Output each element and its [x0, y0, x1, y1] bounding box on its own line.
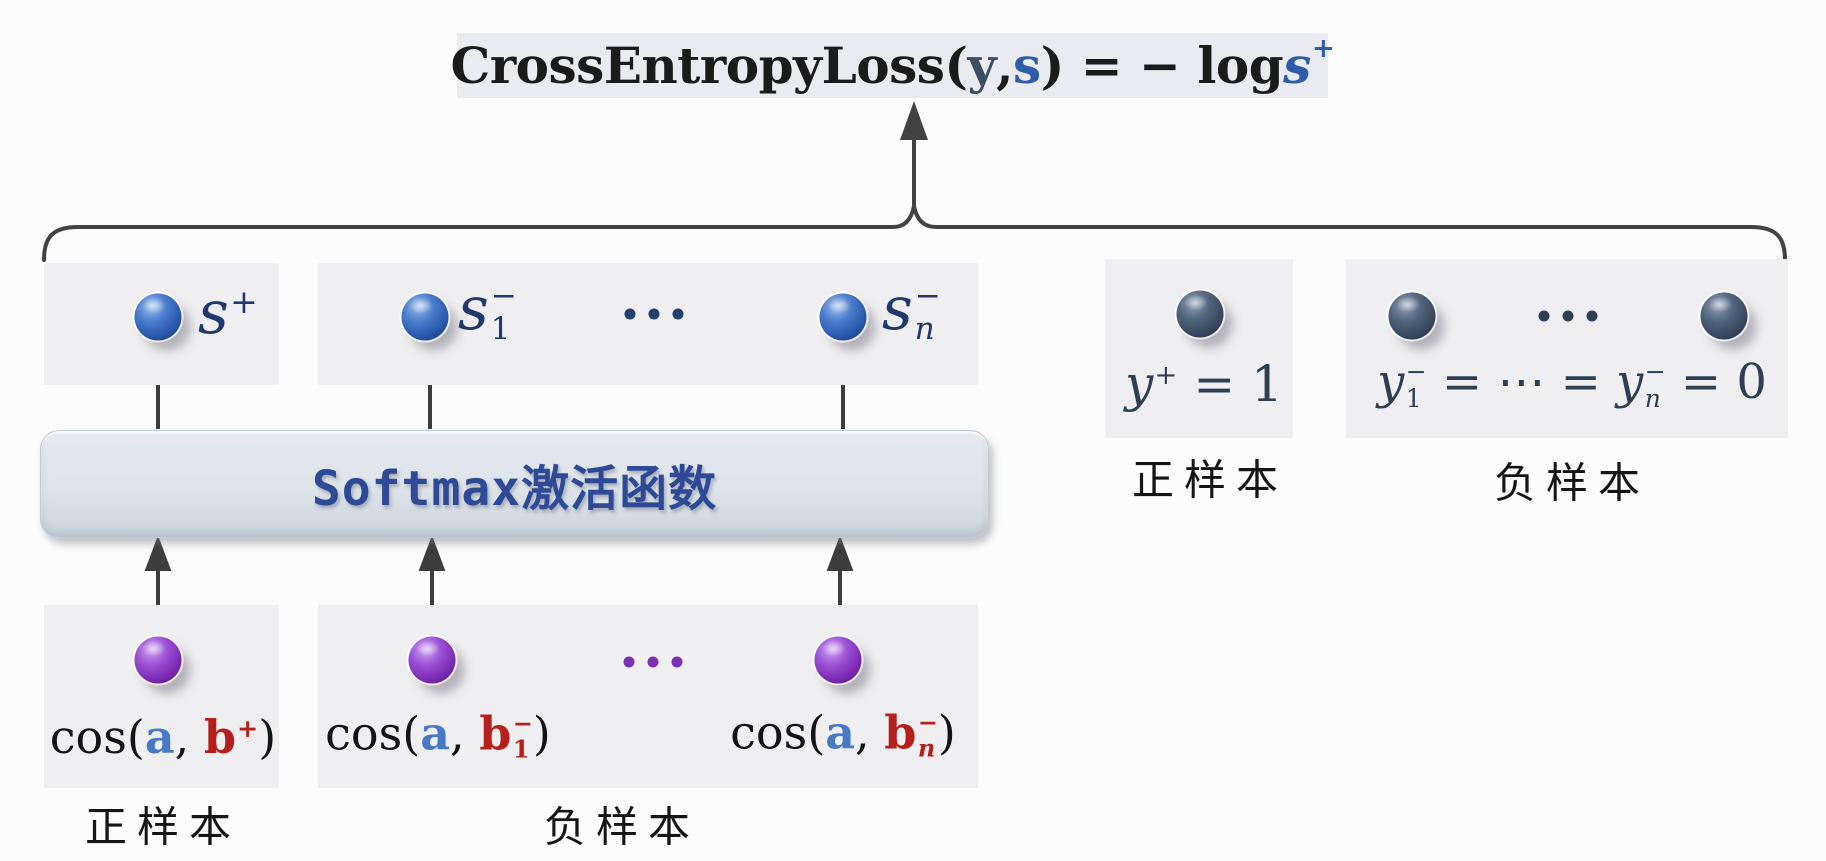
- target-positive-panel: [1105, 259, 1293, 438]
- target-y-plus-equation: y+ = 1: [1125, 355, 1283, 413]
- cos-negative-formula-1: cos(a, b−1): [325, 706, 551, 764]
- cos-positive-node: [134, 636, 182, 684]
- target-negative-node-1: [1388, 292, 1436, 340]
- target-y-neg-equation: y−1 = ⋯ = y−n = 0: [1377, 353, 1767, 413]
- loss-formula-func: CrossEntropyLoss(: [450, 36, 969, 95]
- target-negative-node-n: [1700, 292, 1748, 340]
- cos-ellipsis-dots: ⋯: [623, 656, 683, 668]
- cos-negative-node-n: [814, 636, 862, 684]
- target-positive-node: [1176, 290, 1224, 338]
- loss-formula: CrossEntropyLoss(y, s) = − log s+: [451, 32, 1335, 98]
- score-negative-node-n: [819, 293, 867, 341]
- loss-formula-s-plus-sup: +: [1311, 32, 1335, 65]
- loss-formula-s-plus: s: [1283, 36, 1311, 95]
- caption-target-positive: 正样本: [1131, 455, 1289, 505]
- cos-positive-formula: cos(a, b+): [49, 710, 277, 764]
- score-s-plus: s+: [198, 278, 258, 348]
- cos-negative-panel: [318, 605, 978, 788]
- overview-brace-left: [42, 138, 916, 262]
- score-s-neg-n: s−n: [882, 273, 941, 348]
- score-positive-node: [134, 293, 182, 341]
- score-s-neg-1: s−1: [458, 273, 517, 348]
- cos-positive-panel: [44, 605, 279, 788]
- loss-formula-equals: ) = − log: [1040, 36, 1284, 95]
- overview-brace-right: [912, 204, 1787, 262]
- softmax-activation-bar: Softmax激活函数: [40, 430, 989, 538]
- loss-formula-separator: ,: [996, 36, 1014, 95]
- target-negative-panel: [1346, 259, 1788, 438]
- loss-formula-y-vector: y: [967, 36, 997, 95]
- cos-negative-formula-n: cos(a, b−n): [730, 705, 956, 763]
- caption-target-negative: 负样本: [1493, 458, 1651, 508]
- score-negative-node-1: [401, 293, 449, 341]
- target-ellipsis-dots: ⋯: [1538, 310, 1598, 322]
- softmax-label: Softmax激活函数: [311, 461, 718, 517]
- score-ellipsis-dots: ⋯: [624, 308, 684, 320]
- loss-arrowhead-icon: [900, 101, 928, 140]
- cos-negative-node-1: [408, 636, 456, 684]
- caption-cos-negative: 负样本: [543, 802, 701, 852]
- loss-formula-s-vector: s: [1013, 36, 1041, 95]
- caption-cos-positive: 正样本: [84, 802, 242, 852]
